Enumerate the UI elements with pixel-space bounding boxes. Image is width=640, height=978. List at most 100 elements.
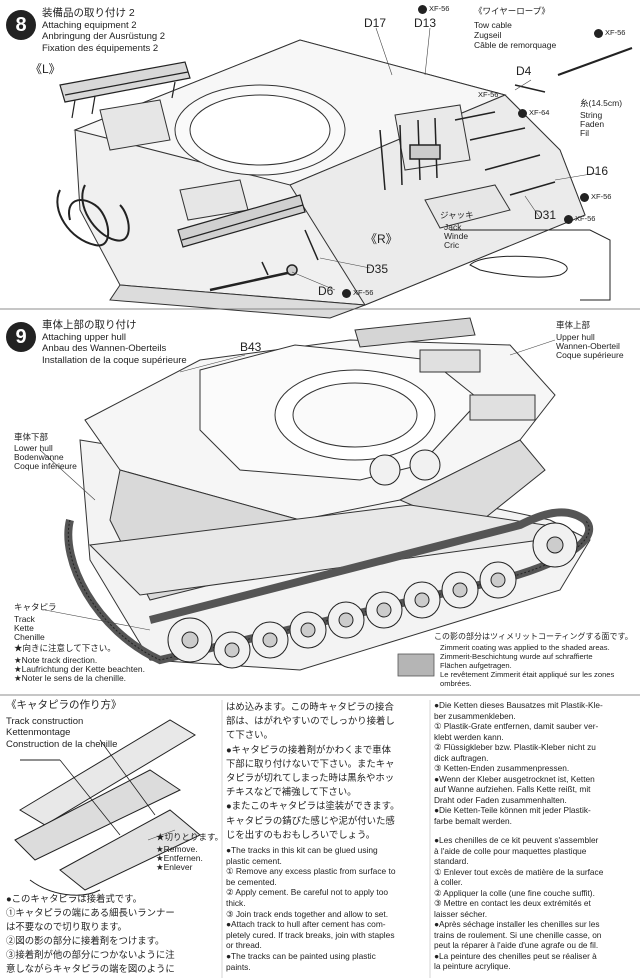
cut-jp: ★切りとります。 [156,832,224,842]
zimmerit-en: Zimmerit coating was applied to the shad… [440,643,610,652]
text-line: dick auftragen. [434,752,489,763]
paint-drop-icon [518,108,527,118]
text-line: à l'aide de colle pour maquettes plastiq… [434,845,587,856]
step9-title-jp: 車体上部の取り付け [42,319,137,331]
lower-hull-en: Lower hull [14,443,53,453]
text-line: la peinture acrylique. [434,961,511,971]
text-line: 下部に取り付けないで下さい。またキャ [226,757,395,769]
text-line: thick. [226,897,246,908]
part-d31: D31 [534,208,557,222]
track-right-fr-column: ●Les chenilles de ce kit peuvent s'assem… [434,835,638,972]
text-line: て下さい。 [226,729,273,741]
text-line: は不要なので切り取ります。 [6,921,127,932]
paint-xf56-a: XF-56 [418,4,449,14]
text-line: ●Après séchage installer les chenilles s… [434,919,600,929]
step-number-9: 9 [6,322,36,352]
paint-xf56-d4: XF-56 [478,90,499,99]
step8-left-rack [59,61,191,119]
text-line: ① Remove any excess plastic from surface… [226,866,396,877]
step9-title-en: Attaching upper hull [42,331,126,343]
zimmerit-fr-2: ombrées. [440,679,472,688]
upper-hull-fr: Coque supérieure [556,350,624,360]
track-construction-drawing [14,719,201,896]
step8-tow-cables [56,184,130,247]
text-line: be cemented. [226,876,277,887]
zimmerit-de-1: Zimmerit-Beschichtung wurde auf schraffi… [440,652,593,661]
track-mid-en-column: ●The tracks in this kit can be glued usi… [226,845,428,972]
tow-cable-fr: Câble de remorquage [474,40,557,50]
string-en: String [580,110,603,120]
track-title-fr: Construction de la chenille [6,738,118,750]
text-line: タピラが切れてしまった時は黒糸やホッ [226,772,395,784]
text-line: plastic cement. [226,855,282,866]
text-line: ●The tracks can be painted using plastic [226,950,376,961]
text-line: 意しながらキャタピラの端を図のように [6,963,175,974]
cut-de: ★Entfernen. [156,853,203,863]
text-line: ② Apply cement. Be careful not to apply … [226,887,389,898]
text-line: ●このキャタピラは接着式です。 [6,893,142,904]
lower-hull-fr: Coque inférieure [14,461,77,471]
paint-xf56-d6: XF-56 [342,288,373,298]
text-line: じを出すのもおもしろいでしょう。 [226,828,376,840]
step9-road-wheels [167,449,578,669]
step8-title-en: Attaching equipment 2 [42,19,137,31]
tow-cable-jp: 《ワイヤーロープ》 [474,6,550,16]
text-line: ●またこのキャタピラは塗装ができます。 [226,800,400,812]
track-label-fr: Chenille [14,632,45,642]
text-line: ②図の影の部分に接着剤をつけます。 [6,935,165,946]
step8-title-fr: Fixation des équipements 2 [42,42,159,54]
jack-en: Jack [444,222,462,232]
text-line: ② Flüssigkleber bzw. Plastik-Kleber nich… [434,742,596,752]
step9-title: 車体上部の取り付け Attaching upper hull Anbau des… [42,319,187,366]
part-d6: D6 [318,284,334,298]
text-line: standard. [434,856,469,866]
upper-hull-de: Wannen-Oberteil [556,341,620,351]
track-title-de: Kettenmontage [6,727,71,738]
step8-leaders [291,27,598,291]
text-line: ③接着剤が他の部分につかないように注 [6,949,175,960]
part-d17: D17 [364,16,387,30]
track-title-jp: 《キャタピラの作り方》 [6,699,122,711]
string-de: Faden [580,119,605,129]
track-note-en: ★Note track direction. [14,655,98,665]
track-mid-jp-column: はめ込みます。この時キャタピラの接合 部は、はがれやすいのでしっかり接着し て下… [226,700,428,842]
text-line: ①キャタピラの端にある細長いランナー [6,907,175,918]
track-title-en: Track construction [6,715,84,727]
zimmerit-jp: この影の部分はツィメリットコーティングする面です。 [434,632,633,641]
text-line: ●Die Ketten dieses Bausatzes mit Plastik… [434,700,603,710]
text-line: ●Die Ketten-Teile können mit jeder Plast… [434,805,591,815]
text-line: ber zusammenkleben. [434,710,516,721]
step8-small-parts [209,47,633,292]
text-line: ③ Join track ends together and allow to … [226,908,389,919]
text-line: paints. [226,961,251,972]
text-line: ① Enlever tout excès de matière de la su… [434,866,604,877]
paint-drop-icon [580,192,589,202]
lower-hull-jp: 車体下部 [14,432,49,442]
lower-hull-de: Bodenwanne [14,452,64,462]
track-right-de-column: ●Die Ketten dieses Bausatzes mit Plastik… [434,700,638,826]
step9-title-de: Anbau des Wannen-Oberteils [42,343,167,354]
text-line: ③ Mettre en contact les deux extrémités … [434,898,591,908]
paint-drop-icon [418,4,427,14]
part-d35: D35 [366,262,389,276]
text-line: チキスなどで補強して下さい。 [226,786,357,798]
step-number-8: 8 [6,10,36,40]
upper-hull-en: Upper hull [556,332,595,342]
zimmerit-swatch [397,653,435,677]
text-line: auf Wanne aufziehen. Falls Kette reißt, … [434,784,591,794]
step9-leaders [39,339,556,631]
part-d13: D13 [414,16,437,30]
jack-fr: Cric [444,240,460,250]
upper-hull-jp: 車体上部 [556,320,591,330]
text-line: peut la réparer à l'aide d'une agrafe ou… [434,940,599,950]
paint-xf56-cable: XF-56 [594,28,625,38]
text-line: ① Plastik-Grate entfernen, damit sauber … [434,721,599,731]
text-line: ③ Ketten-Enden zusammenpressen. [434,763,570,773]
paint-drop-icon [564,214,573,224]
part-d16: D16 [586,164,609,178]
label-right: 《R》 [365,232,398,246]
track-construction-title: 《キャタピラの作り方》 Track construction Kettenmon… [6,699,122,750]
text-line: à coller. [434,877,463,887]
text-line: キャタピラの錆びた感じや泥が付いた感 [226,814,395,826]
track-note-de: ★Laufrichtung der Kette beachten. [14,664,145,674]
